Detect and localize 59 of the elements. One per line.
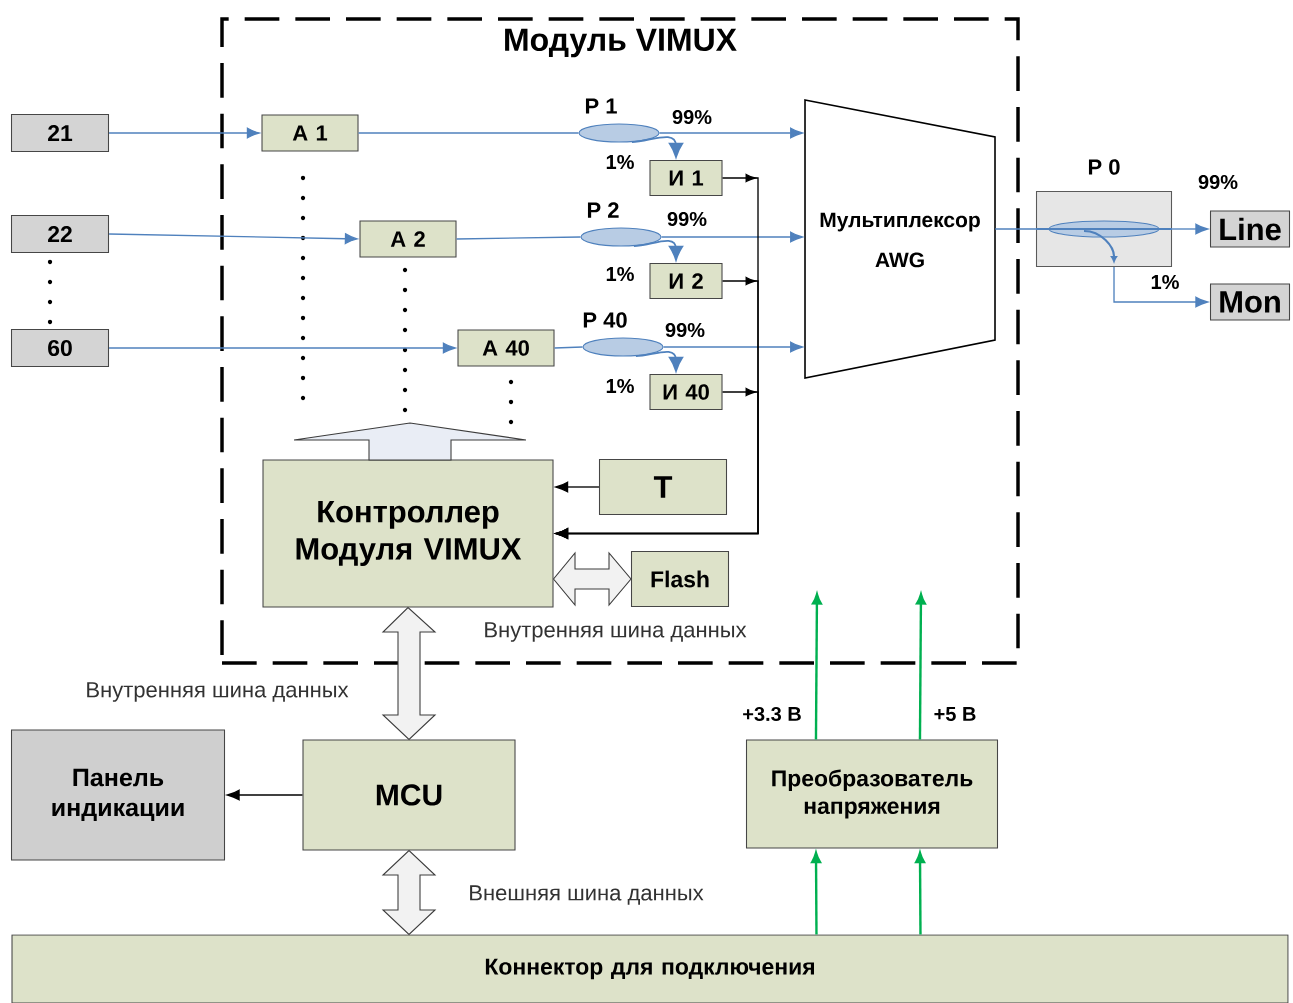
edge-label: +3.3 В [740,705,804,723]
arrow [662,341,803,353]
node-label: Р 1 [585,98,617,114]
output-port-box: Line [1209,210,1291,248]
arrow [658,127,803,139]
bus-label: Внутренняя шина данных [87,682,349,702]
mcu-box: MCU [302,739,516,851]
arrow [811,593,822,740]
input-port-box: 22 [10,214,110,254]
arrow [915,851,926,935]
edge-label: Внешняя шина данных [466,883,706,907]
detector-box: И 1 [649,159,723,197]
converter-box: Преобразователь напряжения [745,739,999,849]
arrow [811,851,822,935]
arrow [633,240,684,261]
edge-label: 99% [665,210,709,228]
edge-label: +5 В [932,705,978,723]
edge-label: 99% [1196,173,1240,191]
splitter-box: Р 0 [1035,159,1173,268]
detector-box: И 2 [649,262,723,300]
node-label: Р 0 [1088,159,1120,175]
bus-arrow [293,422,527,461]
bus-arrow [552,551,632,607]
bus-arrow [381,606,437,741]
arrow [108,233,358,245]
input-port-box: 60 [10,328,110,368]
edge-label: 1% [1149,273,1181,291]
arrow [226,789,304,801]
connector-bar: Коннектор для подключения [11,934,1289,1003]
attenuator-box: А 1 [261,114,359,152]
controller-box: Контроллер Модуля VIMUX [262,459,554,608]
attenuator-box: А 40 [457,329,555,367]
output-port-box: Mon [1209,283,1291,321]
edge-label: 1% [604,265,636,283]
edge-label: Внутренняя шина данных [482,620,748,644]
sensor-box: Т [598,458,728,516]
node-label: Р 40 [583,312,627,328]
arrow [108,342,456,354]
node-label: Р 2 [587,202,619,218]
attenuator-box: А 2 [359,220,457,258]
arrow [1171,223,1209,235]
arrow [915,593,926,740]
arrow [108,127,260,139]
arrow [555,387,759,539]
arrow [1113,266,1209,308]
detector-box: И 40 [649,373,723,411]
arrow [555,481,600,493]
display-panel-box: Панель индикации [10,729,226,861]
input-port-box: 21 [10,113,110,153]
edge-label: 99% [670,108,714,126]
arrow [631,136,684,158]
edge-label: 1% [604,153,636,171]
bus-arrow [381,849,437,936]
edge-label: 1% [604,377,636,395]
arrow [660,231,803,243]
memory-box: Flash [630,550,730,608]
arrow [635,350,684,372]
edge-label: 99% [663,321,707,339]
multiplexer-trapezoid: Мультиплексор AWG [804,99,996,379]
